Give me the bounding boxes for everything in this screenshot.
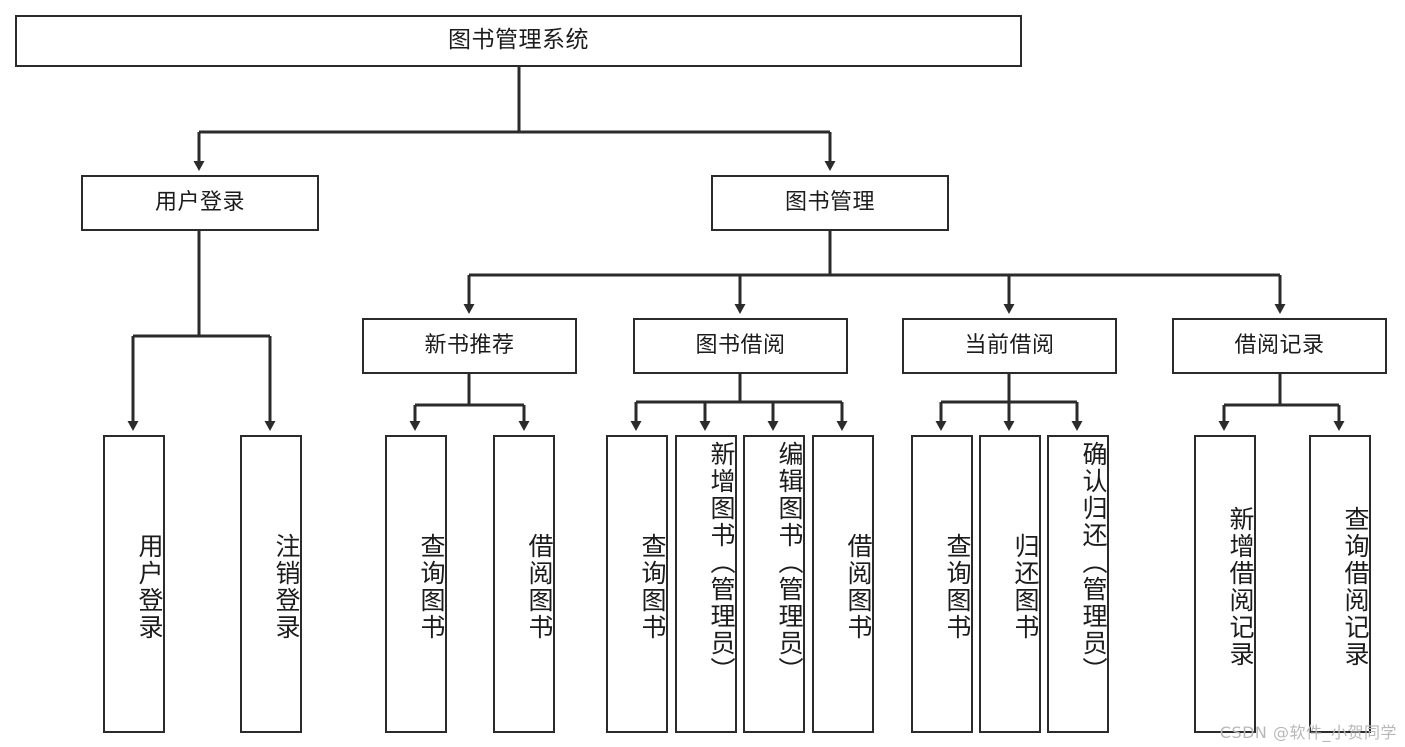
leaf-new-book-borrow[interactable]: 借阅图书 bbox=[493, 435, 555, 733]
leaf-current-borrow-query[interactable]: 查询图书 bbox=[911, 435, 973, 733]
node-label: 查询图书 bbox=[638, 533, 667, 641]
node-new-book-recommend[interactable]: 新书推荐 bbox=[362, 318, 577, 374]
node-label: 新书推荐 bbox=[424, 332, 515, 358]
node-book-borrow[interactable]: 图书借阅 bbox=[633, 318, 848, 374]
node-borrow-record[interactable]: 借阅记录 bbox=[1172, 318, 1387, 374]
node-root-book-management-system[interactable]: 图书管理系统 bbox=[15, 15, 1022, 67]
node-label: 查询图书 bbox=[943, 533, 972, 641]
node-label: 当前借阅 bbox=[964, 332, 1055, 358]
node-book-management[interactable]: 图书管理 bbox=[711, 175, 949, 231]
leaf-borrow-record-add[interactable]: 新增借阅记录 bbox=[1194, 435, 1256, 733]
leaf-current-borrow-confirm-return[interactable]: 确认归还（管理员） bbox=[1047, 435, 1109, 733]
leaf-book-borrow-edit[interactable]: 编辑图书（管理员） bbox=[743, 435, 805, 733]
leaf-book-borrow-query[interactable]: 查询图书 bbox=[606, 435, 668, 733]
leaf-current-borrow-return[interactable]: 归还图书 bbox=[979, 435, 1041, 733]
node-label: 查询借阅记录 bbox=[1341, 506, 1370, 668]
node-label: 图书管理 bbox=[784, 189, 875, 215]
leaf-borrow-record-query[interactable]: 查询借阅记录 bbox=[1309, 435, 1371, 733]
leaf-book-borrow-add[interactable]: 新增图书（管理员） bbox=[675, 435, 737, 733]
node-label: 借阅图书 bbox=[844, 533, 873, 641]
node-label: 注销登录 bbox=[272, 533, 301, 641]
node-label: 新增图书（管理员） bbox=[707, 441, 736, 684]
leaf-new-book-query[interactable]: 查询图书 bbox=[385, 435, 447, 733]
node-current-borrow[interactable]: 当前借阅 bbox=[902, 318, 1117, 374]
node-label: 图书管理系统 bbox=[448, 27, 589, 54]
node-label: 借阅图书 bbox=[525, 533, 554, 641]
leaf-user-login-logout[interactable]: 注销登录 bbox=[240, 435, 302, 733]
node-label: 查询图书 bbox=[417, 533, 446, 641]
node-label: 用户登录 bbox=[154, 189, 245, 215]
node-label: 用户登录 bbox=[135, 533, 164, 641]
node-label: 编辑图书（管理员） bbox=[775, 441, 804, 684]
leaf-book-borrow-borrow[interactable]: 借阅图书 bbox=[812, 435, 874, 733]
node-label: 确认归还（管理员） bbox=[1079, 441, 1108, 684]
leaf-user-login-login[interactable]: 用户登录 bbox=[103, 435, 165, 733]
node-label: 图书借阅 bbox=[695, 332, 786, 358]
node-label: 新增借阅记录 bbox=[1226, 506, 1255, 668]
node-label: 归还图书 bbox=[1011, 533, 1040, 641]
node-label: 借阅记录 bbox=[1234, 332, 1325, 358]
node-user-login[interactable]: 用户登录 bbox=[81, 175, 319, 231]
csdn-watermark: CSDN @软件_小贺同学 bbox=[1219, 723, 1397, 742]
